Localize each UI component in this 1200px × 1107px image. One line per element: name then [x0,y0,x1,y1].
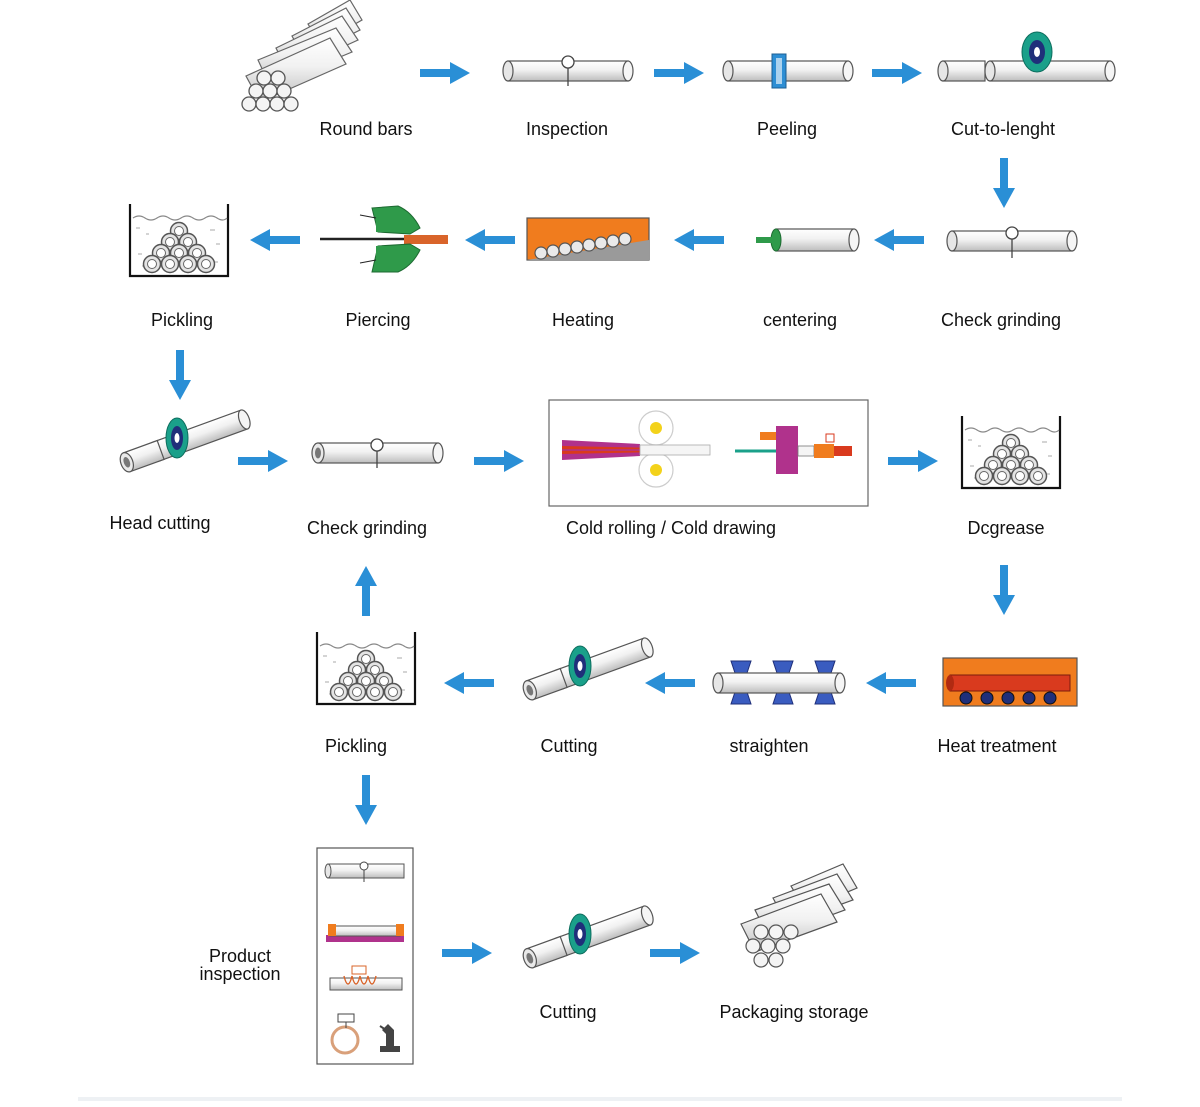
check-grinding-2-icon [311,438,444,468]
arrow-4 [993,158,1015,208]
label-heat-treatment: Heat treatment [937,736,1057,756]
label-head-cutting: Head cutting [109,513,211,533]
arrow-1 [420,62,470,84]
arrow-14 [866,672,916,694]
piercing-icon [320,205,448,273]
arrow-17 [355,566,377,616]
degrease-bath-icon [962,416,1060,488]
heat-treatment-furnace-icon [942,657,1078,707]
cold-rolling-drawing-box [548,399,869,507]
arrow-9 [169,350,191,400]
label-heating: Heating [551,310,615,330]
arrow-6 [674,229,724,251]
straighten-icon [712,660,846,705]
arrow-20 [650,942,700,964]
arrow-16 [444,672,494,694]
label-inspection: Inspection [525,119,609,139]
arrow-7 [465,229,515,251]
cutting-2-icon [520,903,656,971]
heating-furnace-icon [526,217,650,261]
packaging-storage-icon [740,863,858,968]
product-inspection-box [316,847,414,1065]
label-product-inspection: Product inspection [199,946,281,984]
label-packaging-storage: Packaging storage [719,1002,869,1022]
arrow-19 [442,942,492,964]
arrow-18 [355,775,377,825]
label-centering: centering [762,310,838,330]
arrow-15 [645,672,695,694]
label-cut-to-length: Cut-to-lenght [950,119,1056,139]
inspection-icon [502,55,634,86]
pickling-bath-2-icon [317,632,415,704]
pickling-bath-icon [130,204,228,276]
peeling-icon [722,53,854,89]
cut-to-length-icon [937,31,1116,82]
label-pickling-2: Pickling [324,736,388,756]
label-check-grinding-1: Check grinding [940,310,1062,330]
round-bars-icon [241,0,363,112]
arrow-3 [872,62,922,84]
arrow-11 [474,450,524,472]
label-cutting-2: Cutting [539,1002,597,1022]
arrow-12 [888,450,938,472]
label-cutting-1: Cutting [540,736,598,756]
label-pickling-1: Pickling [150,310,214,330]
label-straighten: straighten [729,736,809,756]
label-degrease: Dcgrease [967,518,1045,538]
label-peeling: Peeling [756,119,818,139]
label-round-bars: Round bars [319,119,413,139]
arrow-10 [238,450,288,472]
bottom-divider [78,1097,1122,1101]
centering-icon [756,228,860,252]
arrow-13 [993,565,1015,615]
cutting-icon [520,635,656,703]
arrow-2 [654,62,704,84]
arrow-8 [250,229,300,251]
head-cutting-icon [117,407,253,475]
label-cold-rolling: Cold rolling / Cold drawing [565,518,777,538]
label-check-grinding-2: Check grinding [306,518,428,538]
label-piercing: Piercing [345,310,411,330]
arrow-5 [874,229,924,251]
check-grinding-icon [946,226,1078,258]
